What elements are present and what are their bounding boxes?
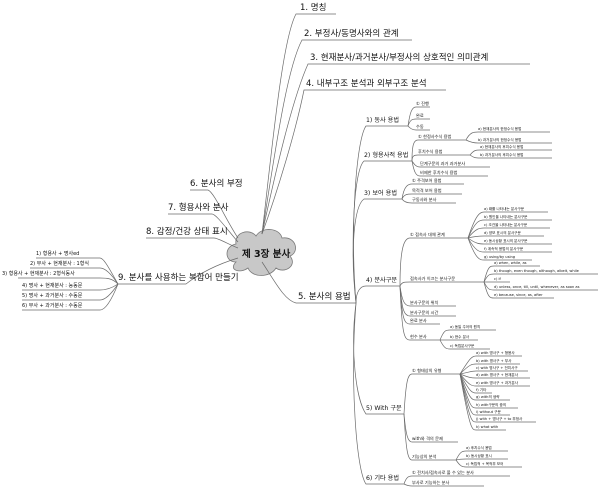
node-item[interactable]: b) though, even though, although, albeit… <box>494 269 579 273</box>
node-subject-complement[interactable]: ① 주격보어 용법 <box>412 178 442 183</box>
node-item[interactable]: a) 때를 나타내는 분사구문 <box>484 207 525 211</box>
branch-4-structure-analysis[interactable]: 4. 내부구조 분석과 외부구조 분석 <box>306 79 427 89</box>
node-item[interactable]: j) with + 명사구 + to 부정사 <box>476 417 523 421</box>
node-perfect-participle[interactable]: 완료 분사 <box>410 318 427 323</box>
node-stage-construction[interactable]: 단계구문의 과거 과거분사 <box>420 161 466 166</box>
root-topic[interactable]: 제 3장 분사 <box>242 249 291 260</box>
node-item[interactable]: a) 동일 주어의 원칙 <box>450 325 481 329</box>
node-form-types[interactable]: ① 형태상의 유형 <box>412 368 442 373</box>
node-item[interactable]: f) 기타 <box>476 388 487 392</box>
node-item[interactable]: i) without 구문 <box>476 410 501 414</box>
node-item[interactable]: d) 양보 표시의 분사구문 <box>484 231 521 235</box>
node-item[interactable]: c) if <box>494 277 501 281</box>
node-item[interactable]: a) 현재분사의 후치수식 용법 <box>480 145 524 149</box>
usage-other[interactable]: 6) 기타 용법 <box>366 475 400 482</box>
usage-with-construction[interactable]: 5) With 구문 <box>366 405 402 412</box>
node-item[interactable]: a) with 명사구 + 형용사 <box>476 351 515 355</box>
compound-item[interactable]: 3) 형용사 + 현재분사 : 2형식동사 <box>2 271 75 277</box>
compound-item[interactable]: 5) 명사 + 과거분사 : 수동문 <box>22 293 83 299</box>
node-item[interactable]: b) 원인을 나타내는 분사구문 <box>484 215 528 219</box>
node-item[interactable]: g) with의 생략 <box>476 395 500 399</box>
node-prep-conj-participle[interactable]: ① 전치사/접속사로 볼 수 있는 분사 <box>412 470 474 475</box>
usage-verbal[interactable]: 1) 동사 용법 <box>366 117 400 124</box>
node-item[interactable]: b) 현수 분사 <box>450 335 470 339</box>
node-item[interactable]: d) with 명사구 + 현재분사 <box>476 373 519 377</box>
branch-5-participle-usage[interactable]: 5. 분사의 용법 <box>298 292 351 302</box>
node-item[interactable]: a) 후치수식 용법 <box>466 446 492 450</box>
compound-item[interactable]: 1) 형용사 + 명사ed <box>36 251 80 257</box>
node-item[interactable]: c) 조건을 나타내는 분사구문 <box>484 223 528 227</box>
node-functional-analysis[interactable]: 기능상의 분석 <box>412 454 437 459</box>
node-item[interactable]: b) 과거분사의 한정수식 용법 <box>478 138 522 142</box>
node-item[interactable]: b) 동시상황 표시 <box>466 454 492 458</box>
node-item[interactable]: c) 독립적 + 목적부 보어 <box>466 462 504 466</box>
usage-complement[interactable]: 3) 보어 용법 <box>364 190 398 197</box>
node-post-modifier[interactable]: 후치수식 용법 <box>418 149 443 154</box>
compound-item[interactable]: 2) 부사 + 현재분사 : 1형식 <box>30 261 89 267</box>
branch-3-mutual-meaning[interactable]: 3. 현재분사/과거분사/부정사의 상호적인 의미관계 <box>310 53 489 63</box>
node-phrasal-verb[interactable]: 구동사와 분사 <box>412 197 437 202</box>
branch-7-adjective[interactable]: 7. 형용사와 분사 <box>168 203 229 213</box>
node-perfect[interactable]: 완료 <box>416 113 424 118</box>
node-dangling-participle[interactable]: 현수 분사 <box>410 334 427 339</box>
node-conjunction-led[interactable]: 접속사가 이끄는 분사구문 <box>410 276 456 281</box>
node-item[interactable]: f) 계속적 용법의 분사구문 <box>484 247 524 251</box>
node-clause-time[interactable]: 분사구문의 시간 <box>410 310 439 315</box>
node-clause-position[interactable]: 분사구문의 위치 <box>410 300 439 305</box>
node-item[interactable]: k) what with <box>476 425 499 429</box>
node-with-case[interactable]: with와 격의 문제 <box>412 436 443 441</box>
node-item[interactable]: d) unless, once, till, until, whenever, … <box>494 285 580 289</box>
node-conjunction-replacement[interactable]: ① 접속사 대체 관계 <box>410 232 445 237</box>
usage-participle-clause[interactable]: 4) 분사구문 <box>366 277 398 284</box>
compound-item[interactable]: 6) 부사 + 과거분사 : 수동문 <box>22 303 83 309</box>
node-item[interactable]: e) because, since, as, after <box>494 293 543 297</box>
node-object-complement[interactable]: 목적격 보어 용법 <box>412 188 442 193</box>
node-item[interactable]: a) when, while, as <box>494 261 527 265</box>
branch-8-emotion-health[interactable]: 8. 감정/건강 상태 표시 <box>146 227 228 237</box>
branch-6-negation[interactable]: 6. 분사의 부정 <box>190 179 243 189</box>
branch-9-compound-words[interactable]: 9. 분사를 사용하는 복합어 만들기 <box>118 273 239 283</box>
node-item[interactable]: e) 동시상황 표시의 분사구문 <box>484 239 528 243</box>
node-item[interactable]: a) 현재분사의 한정수식 용법 <box>478 127 522 131</box>
node-attributive[interactable]: ① 한정사수식 용법 <box>418 134 452 139</box>
compound-item[interactable]: 4) 명사 + 현재분사 : 능동문 <box>22 283 83 289</box>
node-adverbial-participle[interactable]: 부사로 기능하는 분사 <box>412 480 450 485</box>
cloud-shape <box>226 229 296 276</box>
node-item[interactable]: h) with구문의 중의 <box>476 403 507 407</box>
branch-2-infinitive-relation[interactable]: 2. 부정사/동명사와의 관계 <box>304 29 399 39</box>
node-item[interactable]: b) with 명사구 + 부사 <box>476 359 512 363</box>
node-item[interactable]: c) with 명사구 + 전치사구 <box>476 366 518 370</box>
node-passive[interactable]: 수동 <box>416 124 424 129</box>
node-item[interactable]: c) 독립분사구문 <box>450 344 475 348</box>
node-item[interactable]: g) using/by using <box>484 255 516 259</box>
usage-adjectival[interactable]: 2) 형용사적 용법 <box>364 152 409 159</box>
node-item[interactable]: e) with 명사구 + 과거분사 <box>476 381 518 385</box>
branch-1-naming[interactable]: 1. 명칭 <box>300 3 327 13</box>
node-nonrestrictive[interactable]: 비제한 후치수식 용법 <box>420 170 458 175</box>
node-item[interactable]: b) 과거분사의 후치수식 용법 <box>480 153 524 157</box>
node-progressive[interactable]: ① 진행 <box>416 101 429 106</box>
